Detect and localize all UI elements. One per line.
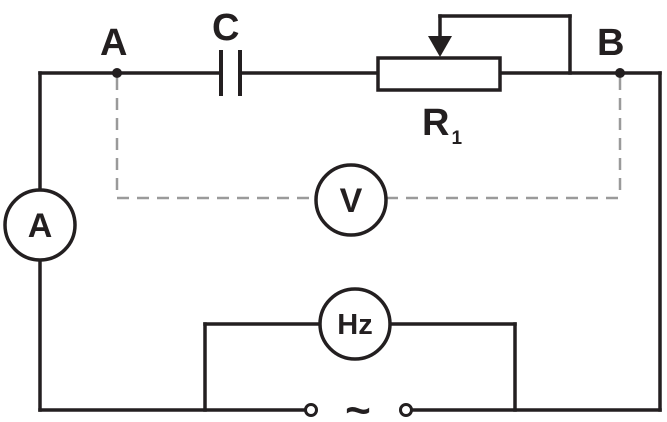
node-b-dot [615,68,625,78]
voltmeter-label: V [340,182,363,220]
rheostat-slider [428,14,572,75]
frequency-meter-branch [203,322,517,412]
node-a-label: A [100,22,127,64]
ammeter-label: A [28,207,53,245]
node-b-label: B [597,22,624,64]
capacitor-label: C [212,7,239,49]
frequency-meter-label: Hz [337,309,372,341]
ac-source-symbol: ~ [345,386,371,422]
frequency-meter [318,287,392,361]
ammeter [3,188,77,262]
resistor-r1 [376,56,502,92]
slider-arrow-icon [428,36,452,57]
ac-terminal-left [304,403,318,417]
main-wires [38,71,662,412]
node-a-dot [112,68,122,78]
voltmeter-leads [115,78,622,200]
capacitor [219,50,242,96]
voltmeter [314,163,388,237]
ac-terminal-right [399,403,413,417]
